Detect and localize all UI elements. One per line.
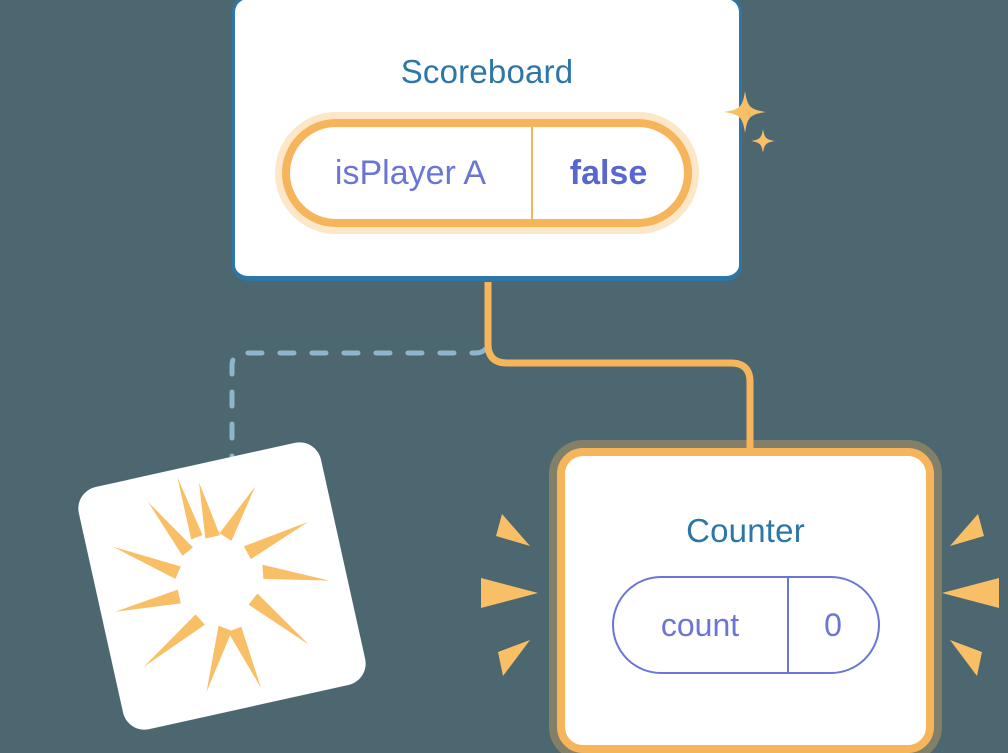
scoreboard-title: Scoreboard bbox=[400, 53, 574, 90]
connector-solid-to-counter bbox=[484, 282, 754, 460]
scoreboard-state-row: isPlayer A false bbox=[235, 91, 775, 227]
burst-icon bbox=[112, 477, 330, 692]
connector-dashed-to-blank-card bbox=[229, 315, 491, 466]
counter-state-pill[interactable]: count 0 bbox=[611, 576, 880, 674]
scoreboard-state-value: false bbox=[569, 153, 648, 192]
counter-state-value: 0 bbox=[824, 606, 842, 643]
counter-state-row: count 0 bbox=[565, 576, 926, 674]
scoreboard-state-key: isPlayer A bbox=[290, 127, 533, 219]
scoreboard-card[interactable]: Scoreboard isPlayer A false bbox=[232, 0, 775, 281]
scoreboard-state-pill[interactable]: isPlayer A false bbox=[282, 119, 692, 227]
counter-state-key: count bbox=[614, 578, 789, 672]
blank-card[interactable] bbox=[74, 438, 370, 734]
counter-card[interactable]: Counter count 0 bbox=[557, 448, 934, 753]
counter-title: Counter bbox=[686, 512, 805, 549]
